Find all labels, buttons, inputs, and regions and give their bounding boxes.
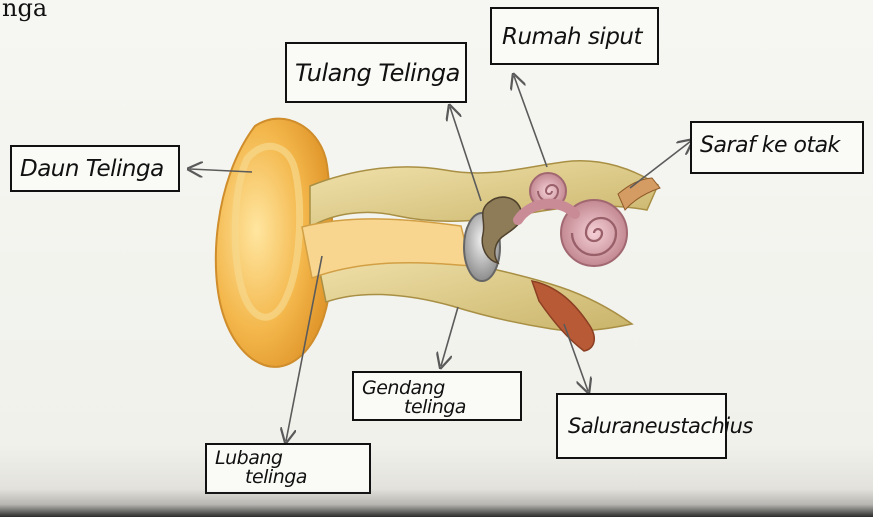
label-daun-telinga-text: Daun Telinga (20, 158, 164, 181)
label-lubang-telinga-line2: telinga (245, 468, 307, 487)
label-saluran-eustachius: Saluraneustachius (556, 393, 727, 459)
page-bottom-shadow (0, 489, 873, 517)
label-gendang-telinga: Gendang telinga (352, 371, 522, 421)
label-saraf-ke-otak-text: Saraf ke otak (700, 135, 840, 157)
label-daun-telinga: Daun Telinga (10, 145, 180, 192)
label-lubang-telinga: Lubang telinga (205, 443, 371, 494)
pointer-line-saraf-ke-otak (630, 141, 691, 188)
label-tulang-telinga-text: Tulang Telinga (295, 61, 460, 85)
label-saluran-eustachius-text: Saluraneustachius (568, 416, 753, 437)
pointer-line-rumah-siput (514, 76, 547, 167)
label-gendang-telinga-line2: telinga (404, 398, 466, 417)
middle-ear-bones (482, 197, 522, 263)
label-saraf-ke-otak: Saraf ke otak (690, 121, 864, 174)
label-rumah-siput: Rumah siput (490, 7, 659, 65)
label-rumah-siput-text: Rumah siput (502, 26, 642, 49)
label-tulang-telinga: Tulang Telinga (285, 42, 467, 103)
ear-illustration (216, 119, 660, 367)
pointer-line-gendang-telinga (441, 307, 458, 366)
